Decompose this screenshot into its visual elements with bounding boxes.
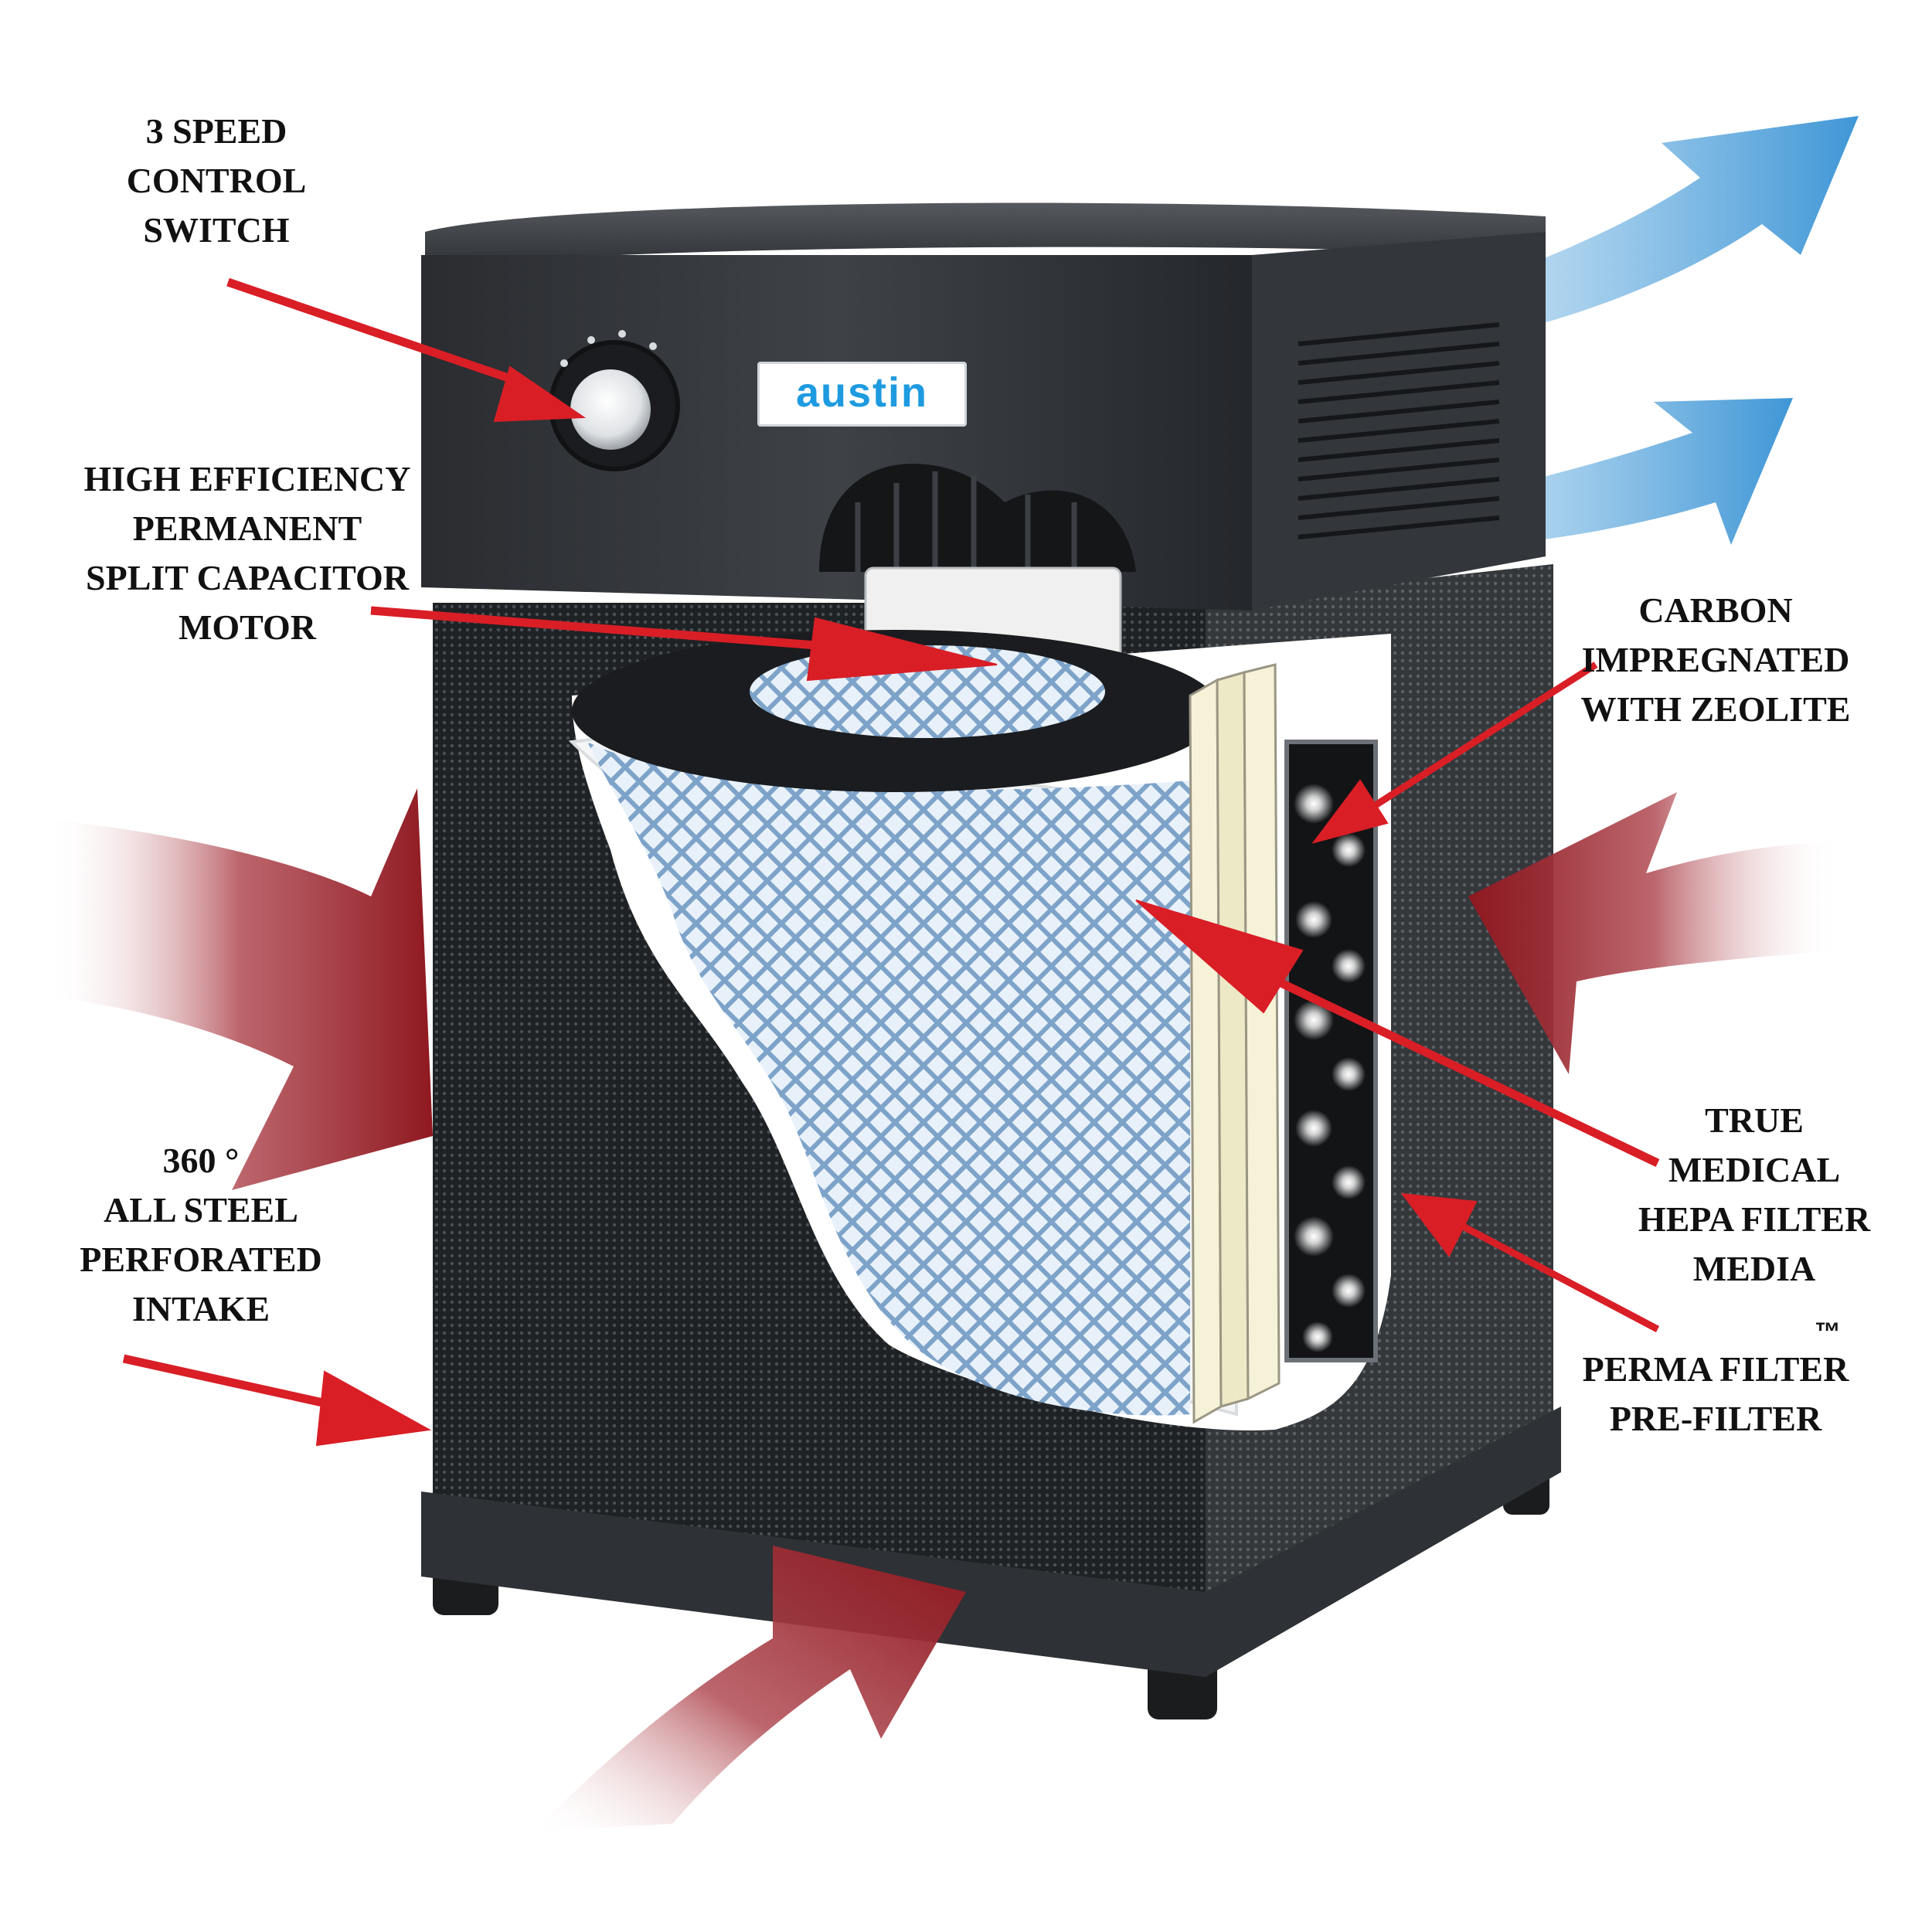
exhaust-louvres — [1298, 322, 1500, 539]
fan-fins — [855, 471, 1077, 572]
label-line: 3 SPEED — [145, 111, 287, 151]
pointer-arrows — [122, 277, 1660, 1447]
hepa-mesh-cylinder — [587, 742, 1190, 1416]
label-line: HEPA FILTER — [1638, 1199, 1871, 1239]
hepa-pointer — [1135, 900, 1660, 1167]
label-line: IMPREGNATED — [1581, 640, 1850, 679]
intake-arrow-right — [1468, 792, 1839, 1074]
prefilter-pointer — [1400, 1192, 1660, 1332]
carbon-sparkles — [1294, 784, 1366, 1352]
brand-logo: austin — [757, 362, 967, 427]
label-line: PERMANENT — [132, 509, 362, 548]
hepa-pleats — [1189, 663, 1281, 1424]
label-line: 360 ° — [162, 1141, 240, 1180]
label-prefilter: PERMA FILTER PRE-FILTER — [1546, 1345, 1886, 1444]
label-carbon: CARBON IMPREGNATED WITH ZEOLITE — [1553, 586, 1878, 734]
intake-arrow-left — [46, 788, 433, 1190]
label-line: MOTOR — [178, 607, 317, 647]
speed-knob — [570, 369, 651, 450]
label-speed-switch: 3 SPEED CONTROL SWITCH — [85, 107, 348, 255]
base-band — [421, 1406, 1561, 1677]
intake-pointer — [122, 1354, 432, 1447]
label-line: CARBON — [1638, 590, 1793, 630]
label-line: PERFORATED — [80, 1240, 322, 1279]
label-line: INTAKE — [131, 1289, 270, 1328]
label-line: HIGH EFFICIENCY — [83, 459, 411, 498]
label-line: SPLIT CAPACITOR — [86, 558, 409, 597]
trademark-symbol: ™ — [1815, 1318, 1841, 1347]
label-line: CONTROL — [126, 161, 307, 200]
speed-switch-pointer — [226, 277, 587, 423]
carbon-pointer — [1311, 662, 1598, 844]
label-line: SWITCH — [143, 210, 290, 250]
label-line: PRE-FILTER — [1609, 1399, 1822, 1438]
housing-top — [425, 202, 1546, 270]
label-line: MEDIA — [1692, 1249, 1816, 1288]
label-line: ALL STEEL — [104, 1190, 298, 1230]
housing-head-side — [1252, 232, 1546, 611]
label-line: TRUE — [1705, 1100, 1804, 1140]
label-line: PERMA FILTER — [1582, 1349, 1849, 1389]
label-intake: 360 ° ALL STEEL PERFORATED INTAKE — [46, 1136, 355, 1334]
label-hepa: TRUE MEDICAL HEPA FILTER MEDIA — [1600, 1096, 1909, 1294]
speed-indicator-dots — [560, 330, 657, 367]
label-motor: HIGH EFFICIENCY PERMANENT SPLIT CAPACITO… — [31, 454, 464, 652]
intake-arrow-bottom — [533, 1546, 966, 1832]
motor-pointer — [370, 606, 998, 682]
label-line: MEDICAL — [1668, 1150, 1841, 1189]
label-line: WITH ZEOLITE — [1580, 689, 1851, 729]
exhaust-arrow-upper — [1252, 116, 1859, 363]
